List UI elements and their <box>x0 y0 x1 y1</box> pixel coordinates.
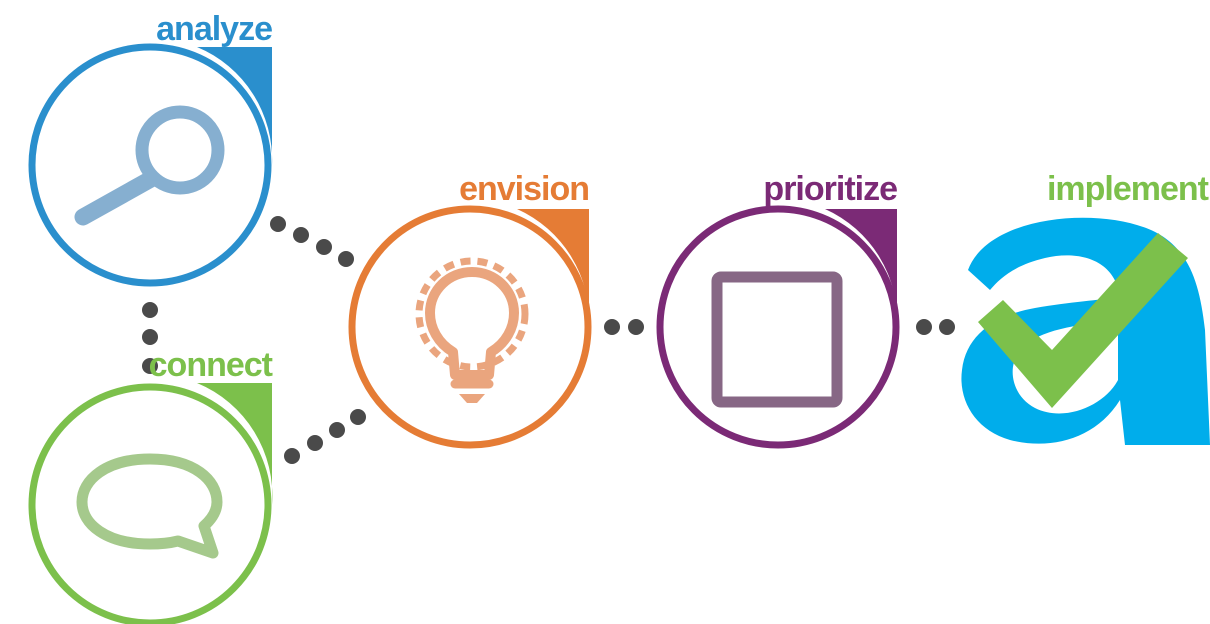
connector-envision-prioritize <box>604 319 644 335</box>
connector-dot <box>270 216 286 232</box>
stage-analyze: analyze <box>28 10 273 287</box>
connector-dot <box>142 329 158 345</box>
stage-implement: implement <box>961 170 1210 445</box>
logo-a-checkmark-icon <box>961 217 1210 445</box>
stage-tab <box>197 47 273 165</box>
lightbulb-icon <box>415 257 529 403</box>
stage-tab <box>825 209 898 327</box>
connector-dot <box>329 422 345 438</box>
stage-label: prioritize <box>763 170 897 208</box>
connector-dot <box>338 251 354 267</box>
connector-dot <box>293 227 309 243</box>
connector-prioritize-implement <box>916 319 955 335</box>
connector-dot <box>142 302 158 318</box>
stage-ring <box>28 383 272 624</box>
stage-label: analyze <box>156 10 272 48</box>
connector-analyze-connect <box>142 302 158 374</box>
connector-dot <box>628 319 644 335</box>
stage-tab <box>197 383 273 505</box>
stage-connect: connect <box>28 346 274 624</box>
connector-dot <box>939 319 955 335</box>
stage-label: connect <box>149 346 273 384</box>
stage-ring <box>348 205 592 449</box>
checkbox-icon <box>711 271 843 408</box>
magnifier-icon <box>74 105 225 226</box>
stage-tab <box>517 209 590 327</box>
connector-dot <box>142 358 158 374</box>
stage-envision: envision <box>348 170 592 449</box>
connector-dot <box>284 448 300 464</box>
connector-dot <box>604 319 620 335</box>
connector-dot <box>307 435 323 451</box>
stage-ring <box>656 205 900 449</box>
speech-bubble-icon <box>76 453 223 559</box>
connector-dot <box>916 319 932 335</box>
connector-dot <box>350 409 366 425</box>
stage-label: implement <box>1047 170 1209 208</box>
stage-prioritize: prioritize <box>656 170 900 449</box>
connector-analyze-envision <box>270 216 354 267</box>
connector-connect-envision <box>284 409 366 464</box>
connector-dot <box>316 239 332 255</box>
stage-label: envision <box>459 170 589 208</box>
